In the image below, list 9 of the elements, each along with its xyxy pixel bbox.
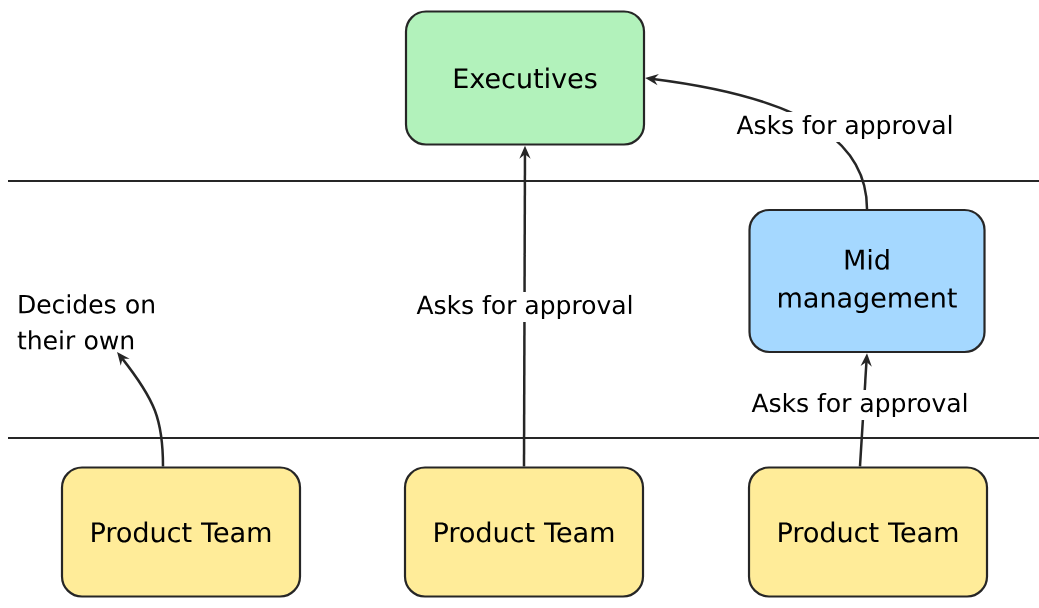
edge-label: Asks for approval bbox=[748, 389, 972, 421]
text-label: Decides on their own bbox=[17, 294, 154, 350]
edge-label: Asks for approval bbox=[733, 111, 957, 143]
process-box: Mid management bbox=[748, 208, 986, 354]
process-box: Product Team bbox=[403, 466, 645, 598]
edge-label: Asks for approval bbox=[413, 291, 637, 323]
process-box: Product Team bbox=[60, 466, 302, 598]
process-box: Executives bbox=[404, 10, 646, 146]
process-box: Product Team bbox=[747, 466, 989, 598]
